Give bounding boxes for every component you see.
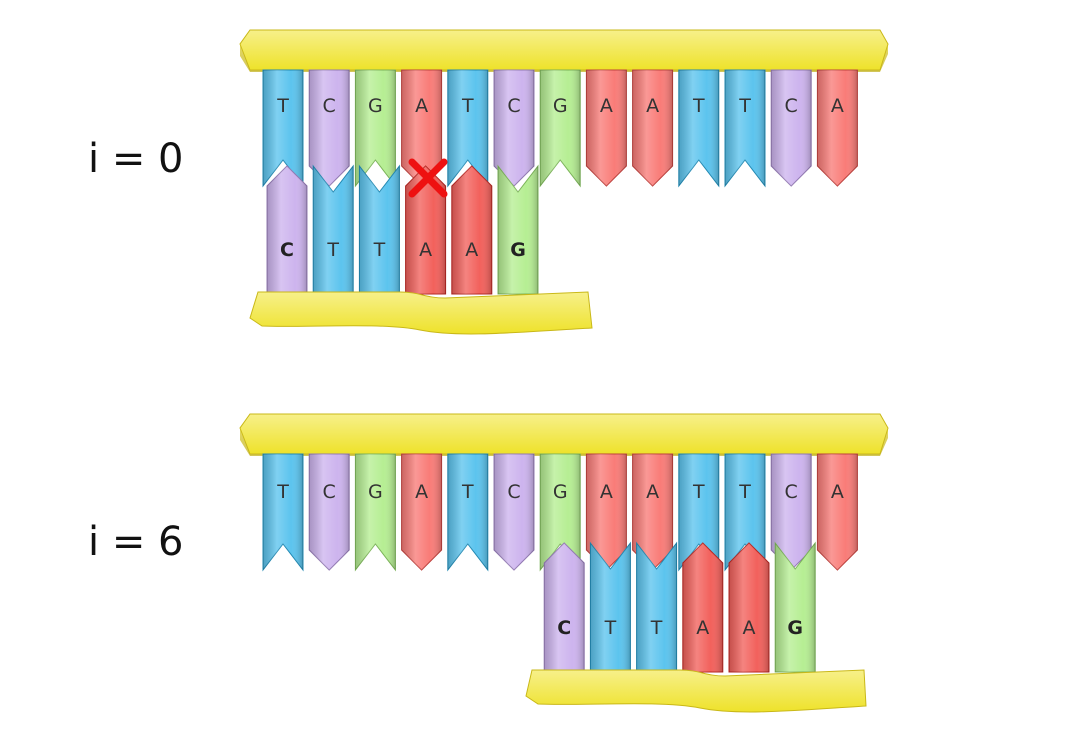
- nucleotide-g: G: [539, 453, 581, 572]
- nucleotide-label: T: [276, 481, 289, 503]
- nucleotide-a: A: [632, 453, 674, 571]
- nucleotide-t: T: [724, 69, 766, 188]
- nucleotide-g: G: [354, 453, 396, 572]
- nucleotide-t: T: [262, 69, 304, 188]
- nucleotide-label: T: [738, 95, 751, 117]
- nucleotide-label: C: [323, 481, 336, 503]
- nucleotide-label: C: [280, 239, 294, 261]
- nucleotide-c: C: [770, 453, 812, 571]
- nucleotide-label: C: [323, 95, 336, 117]
- nucleotide-label: T: [692, 95, 705, 117]
- nucleotide-t: T: [636, 541, 678, 673]
- pattern-strand-backbone: [249, 291, 593, 335]
- nucleotide-label: G: [787, 617, 803, 639]
- nucleotide-label: A: [696, 617, 709, 639]
- nucleotide-g: G: [497, 164, 539, 295]
- nucleotide-t: T: [724, 453, 766, 572]
- nucleotide-label: T: [461, 95, 474, 117]
- nucleotide-g: G: [354, 69, 396, 188]
- nucleotide-a: A: [585, 69, 627, 187]
- nucleotide-a: A: [405, 165, 447, 295]
- nucleotide-label: C: [507, 481, 520, 503]
- nucleotide-a: A: [816, 69, 858, 187]
- step-label: i = 0: [88, 136, 184, 182]
- text-strand-backbone: [239, 413, 889, 456]
- nucleotide-t: T: [447, 69, 489, 188]
- nucleotide-c: C: [308, 453, 350, 571]
- nucleotide-a: A: [585, 453, 627, 571]
- nucleotide-label: A: [600, 481, 613, 503]
- nucleotide-label: A: [831, 95, 844, 117]
- nucleotide-label: A: [646, 481, 659, 503]
- nucleotide-a: A: [728, 542, 770, 673]
- nucleotide-label: T: [326, 239, 339, 261]
- nucleotide-label: A: [831, 481, 844, 503]
- nucleotide-label: C: [507, 95, 520, 117]
- nucleotide-a: A: [451, 165, 493, 295]
- nucleotide-c: C: [493, 453, 535, 571]
- nucleotide-label: G: [553, 95, 568, 117]
- nucleotide-t: T: [678, 69, 720, 188]
- nucleotide-c: C: [308, 69, 350, 187]
- nucleotide-a: A: [632, 69, 674, 187]
- nucleotide-label: T: [276, 95, 289, 117]
- nucleotide-c: C: [493, 69, 535, 187]
- nucleotide-label: G: [553, 481, 568, 503]
- nucleotide-t: T: [312, 164, 354, 295]
- nucleotide-label: T: [604, 617, 617, 639]
- nucleotide-a: A: [401, 69, 443, 187]
- mismatch-marker: [408, 158, 448, 198]
- nucleotide-label: A: [415, 481, 428, 503]
- nucleotide-label: T: [738, 481, 751, 503]
- panel-step-0: i = 0 T C G A T C G A A T T C A C T T A A G: [88, 29, 889, 335]
- nucleotide-label: G: [368, 95, 383, 117]
- nucleotide-label: A: [600, 95, 613, 117]
- nucleotide-a: A: [401, 453, 443, 571]
- nucleotide-label: C: [785, 95, 798, 117]
- nucleotide-label: A: [419, 239, 432, 261]
- nucleotide-g: G: [539, 69, 581, 188]
- pattern-strand-backbone: [525, 669, 867, 713]
- nucleotide-label: A: [465, 239, 478, 261]
- nucleotide-label: G: [510, 239, 526, 261]
- nucleotide-c: C: [770, 69, 812, 187]
- nucleotide-label: T: [692, 481, 705, 503]
- nucleotide-label: T: [650, 617, 663, 639]
- nucleotide-a: A: [816, 453, 858, 571]
- panel-step-6: i = 6 T C G A T C G A A T T C A C T T A A G: [88, 413, 889, 713]
- nucleotide-a: A: [682, 542, 724, 673]
- nucleotide-label: A: [646, 95, 659, 117]
- nucleotide-label: T: [373, 239, 386, 261]
- nucleotide-c: C: [543, 542, 585, 673]
- nucleotide-t: T: [589, 541, 631, 673]
- nucleotide-t: T: [262, 453, 304, 572]
- nucleotide-g: G: [774, 541, 816, 673]
- nucleotide-t: T: [358, 164, 400, 295]
- step-label: i = 6: [88, 519, 184, 565]
- nucleotide-label: C: [557, 617, 571, 639]
- nucleotide-label: G: [368, 481, 383, 503]
- nucleotide-c: C: [266, 165, 308, 295]
- text-strand-backbone: [239, 29, 889, 72]
- nucleotide-label: A: [743, 617, 756, 639]
- nucleotide-t: T: [447, 453, 489, 572]
- nucleotide-label: T: [461, 481, 474, 503]
- nucleotide-label: C: [785, 481, 798, 503]
- nucleotide-label: A: [415, 95, 428, 117]
